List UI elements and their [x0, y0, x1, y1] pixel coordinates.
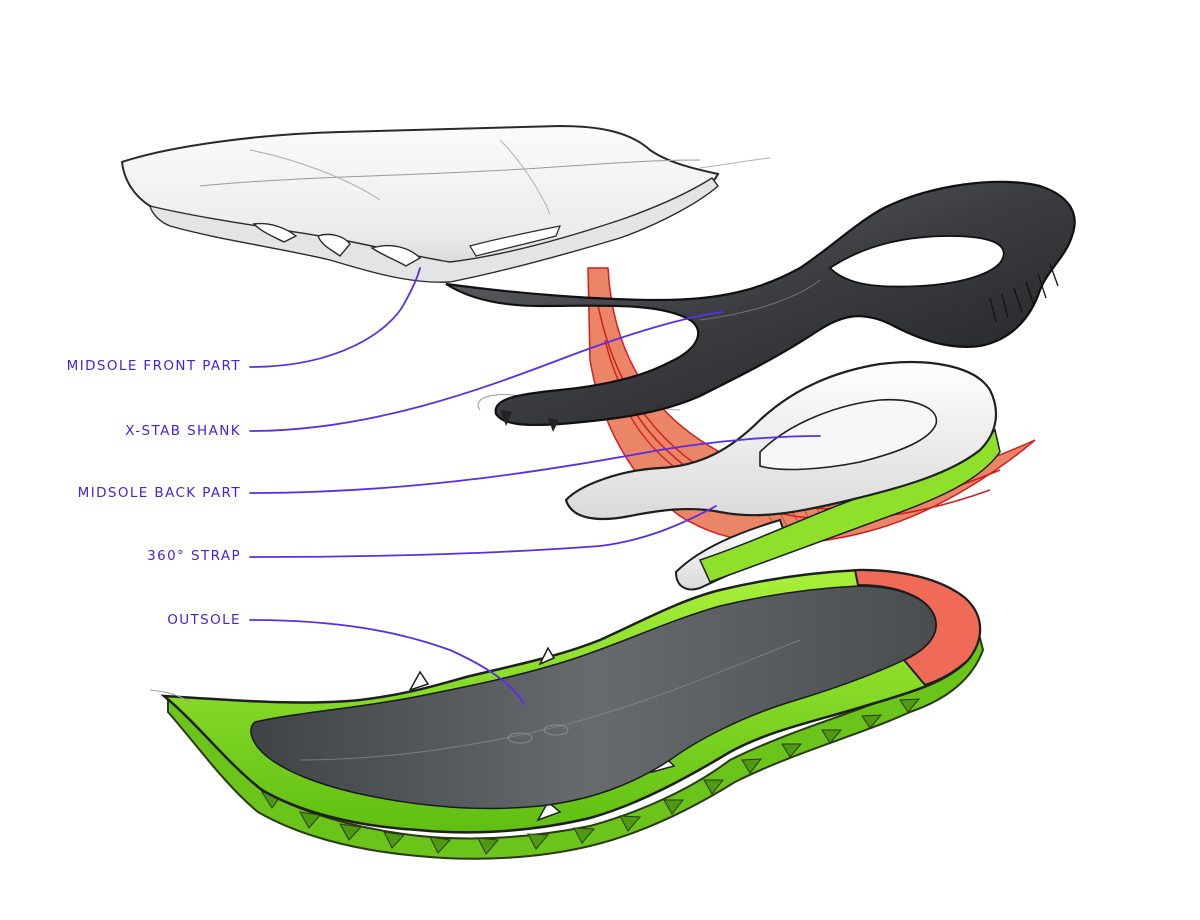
outsole-inner-surface — [250, 585, 937, 810]
callout-line-strap — [249, 505, 717, 558]
midsole-back-part — [477, 361, 1001, 591]
label-360-strap: 360° STRAP — [147, 548, 241, 564]
midsole-back-green-layer — [698, 428, 1001, 583]
callout-lines — [249, 267, 821, 705]
label-midsole-front-part: MIDSOLE FRONT PART — [66, 358, 241, 374]
outsole-part — [149, 568, 985, 860]
outsole-tread — [167, 627, 985, 860]
midsole-front-part — [120, 124, 771, 283]
callout-line-outsole — [249, 619, 525, 705]
callout-line-midsole-back — [249, 435, 821, 494]
label-midsole-back-part: MIDSOLE BACK PART — [77, 485, 241, 501]
label-outsole: OUTSOLE — [167, 612, 241, 628]
callout-line-midsole-front — [249, 267, 421, 368]
midsole-front-body — [120, 124, 720, 277]
x-stab-shank-part — [445, 180, 1076, 432]
label-x-stab-shank: X-STAB SHANK — [125, 423, 241, 439]
shank-heel-opening — [828, 235, 1005, 288]
callout-line-xstab — [249, 311, 723, 432]
